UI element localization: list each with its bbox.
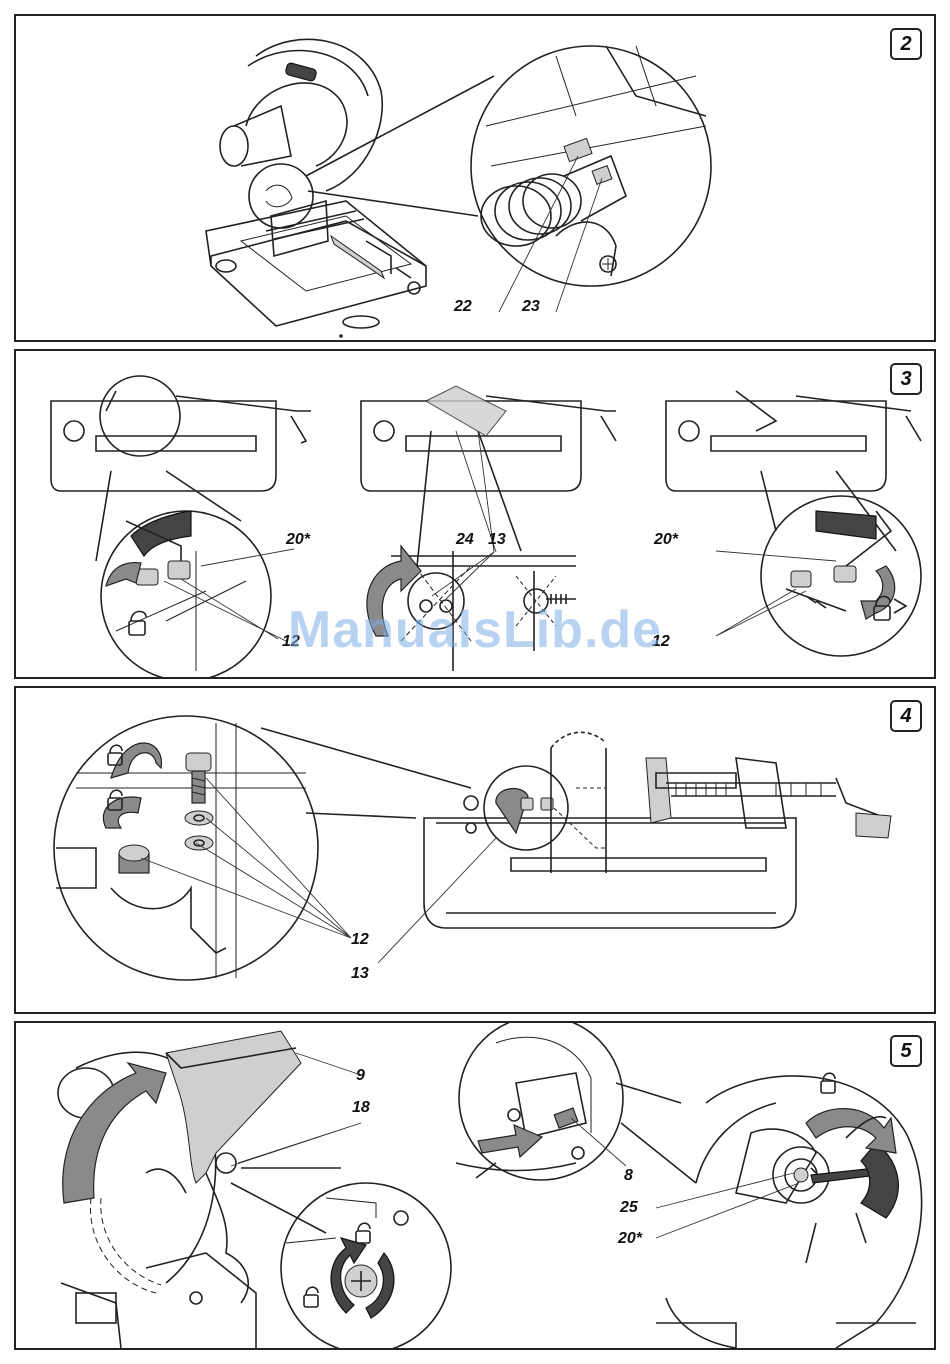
callout-8: 8	[624, 1167, 633, 1185]
saw-top-view-right	[666, 391, 921, 491]
figure-panel-4: 4	[14, 686, 936, 1014]
blade-guard-open-view	[58, 1031, 361, 1348]
callout-13: 13	[488, 531, 506, 549]
callout-13: 13	[351, 965, 369, 983]
motor-brush-detail-zoom	[471, 46, 711, 312]
callout-20-star: 20*	[654, 531, 678, 549]
figure-panel-5: 5	[14, 1021, 936, 1350]
callout-20-star: 20*	[618, 1230, 642, 1248]
blade-flange-wrench-view	[656, 1073, 922, 1348]
callout-12: 12	[282, 633, 300, 651]
callout-24: 24	[456, 531, 474, 549]
callout-22: 22	[454, 298, 472, 316]
spindle-lock-button-detail	[456, 1023, 626, 1180]
figure-panel-3: 3	[14, 349, 936, 679]
callout-23: 23	[522, 298, 540, 316]
miter-scale-detail	[367, 431, 576, 671]
cut-off-saw-overview	[206, 39, 426, 337]
saw-side-view	[424, 732, 891, 928]
allen-key-tighten-detail	[716, 496, 921, 656]
guard-screw-detail	[281, 1183, 451, 1348]
callout-18: 18	[352, 1099, 370, 1117]
callout-20-star: 20*	[286, 531, 310, 549]
saw-top-view-middle	[361, 386, 616, 491]
callout-9: 9	[356, 1067, 365, 1085]
panel-2-drawing	[16, 16, 934, 340]
figure-panel-2: 2	[14, 14, 936, 342]
saw-top-view-left	[51, 376, 311, 491]
panel-4-drawing	[16, 688, 934, 1012]
allen-key-loosen-detail	[101, 511, 294, 677]
callout-12: 12	[652, 633, 670, 651]
panel-5-drawing	[16, 1023, 934, 1348]
stop-screw-exploded-detail	[54, 716, 496, 980]
panel-3-drawing	[16, 351, 934, 677]
callout-12: 12	[351, 931, 369, 949]
callout-25: 25	[620, 1199, 638, 1217]
